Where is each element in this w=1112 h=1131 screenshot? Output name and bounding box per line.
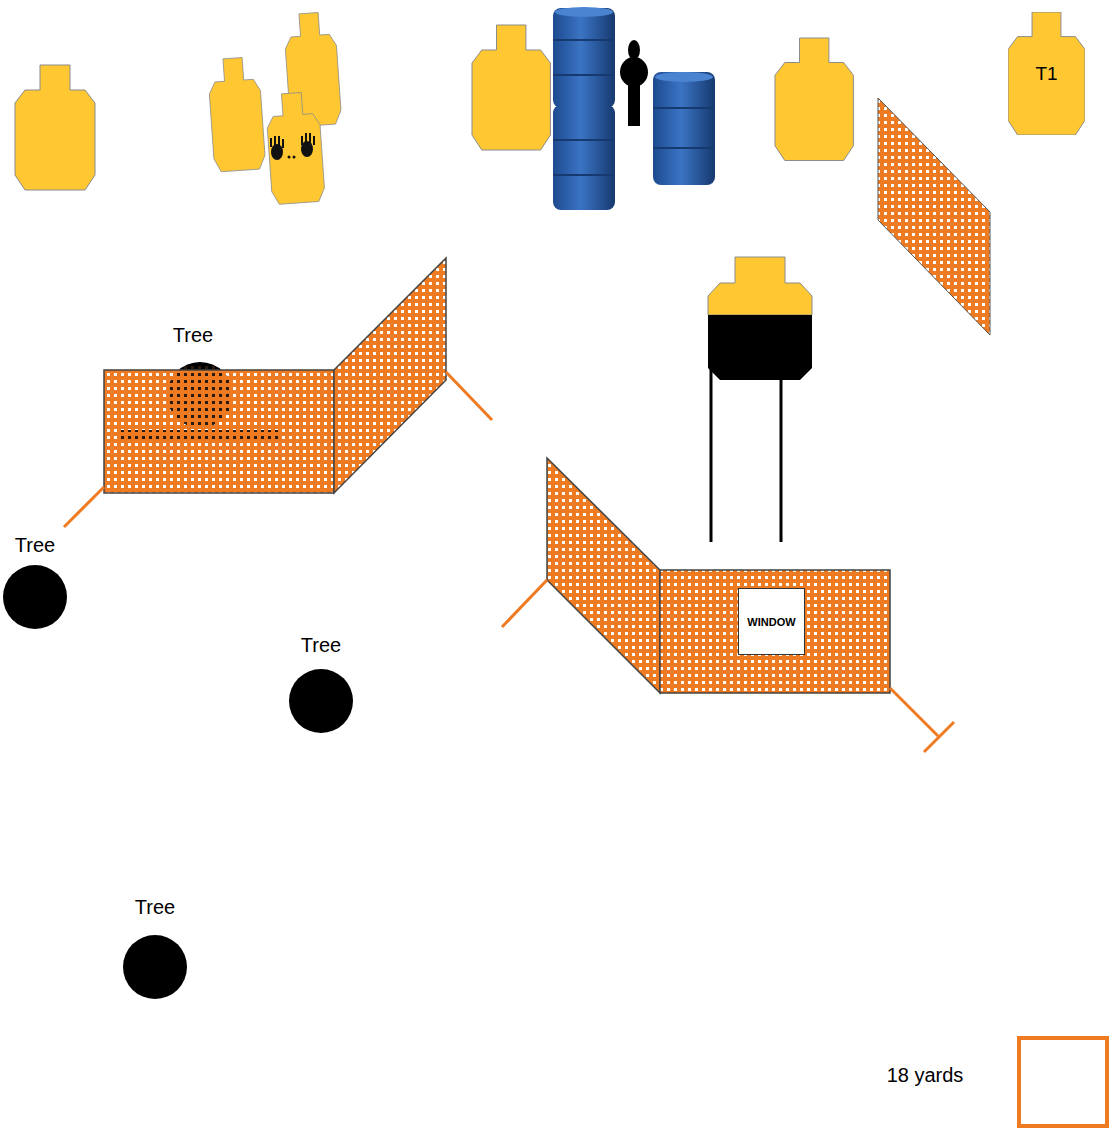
paper-target [207, 56, 266, 172]
no-shoot-target [265, 91, 325, 204]
node-label: Tree [15, 534, 55, 557]
tree-circle [123, 935, 187, 999]
tree-circle [167, 362, 233, 428]
steel-popper [620, 40, 648, 126]
paper-target [15, 65, 95, 190]
tree-shadow [167, 362, 233, 428]
node-label: Tree [173, 324, 213, 347]
barrels [553, 7, 715, 210]
wall-brace [924, 722, 954, 752]
paper-target [472, 25, 550, 150]
wall-brace [64, 487, 104, 527]
node-label: T1 [1035, 63, 1057, 85]
legend-swatch [1019, 1038, 1107, 1126]
legend-text: 18 yards [887, 1064, 964, 1087]
wall-brace [446, 372, 492, 420]
window-box: WINDOW [738, 588, 805, 655]
paper-target: T1 [1008, 12, 1085, 135]
node-label: Tree [301, 634, 341, 657]
tree-label: Tree [15, 534, 55, 557]
node-label: Tree [135, 896, 175, 919]
handprints [270, 133, 315, 160]
mesh-wall [660, 570, 890, 693]
tree-circle [289, 669, 353, 733]
tree-circle [3, 565, 67, 629]
wall-brace [890, 688, 938, 736]
mesh-wall [878, 98, 990, 335]
stand-target [708, 257, 812, 542]
node-label: WINDOW [747, 616, 795, 628]
wall-brace [502, 580, 547, 627]
tree-label: Tree [173, 324, 213, 347]
tree-shadow [118, 430, 278, 443]
mesh-wall [547, 458, 660, 693]
tree-label: Tree [301, 634, 341, 657]
mesh-wall [334, 258, 446, 493]
paper-target [775, 38, 853, 161]
tree-label: Tree [135, 896, 175, 919]
